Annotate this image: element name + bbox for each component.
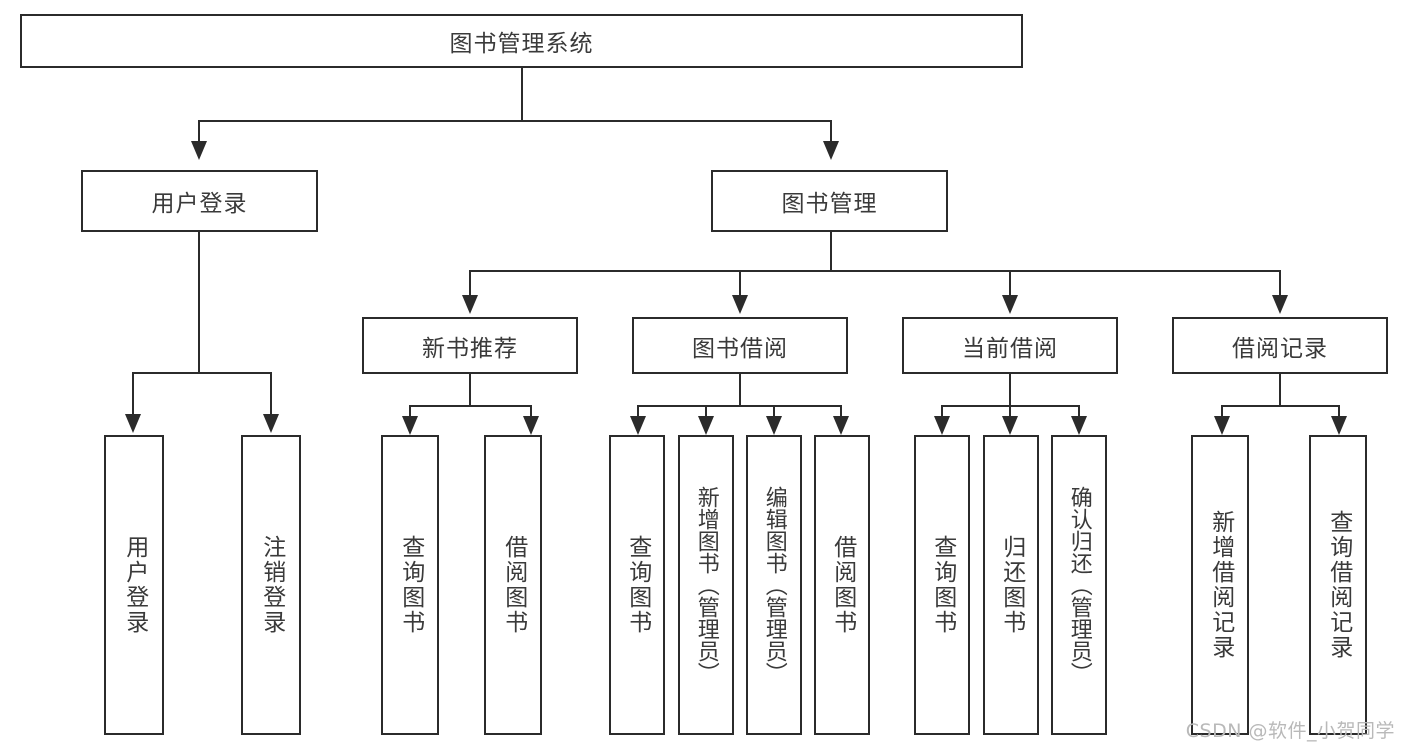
arrowhead-to-leaf-borrow-book-1	[523, 416, 539, 435]
leaf-logout[interactable]: 注销登录	[241, 435, 301, 735]
leaf-edit-book[interactable]: 编辑图书（管理员）	[746, 435, 802, 735]
connector-userlogin-stem	[198, 232, 200, 372]
leaf-return-book[interactable]: 归还图书	[983, 435, 1039, 735]
node-root-label: 图书管理系统	[449, 31, 594, 57]
arrowhead-to-leaf-query-record	[1331, 416, 1347, 435]
arrowhead-to-leaf-borrow-book-2	[833, 416, 849, 435]
arrowhead-to-user-login	[191, 141, 207, 160]
connector-root-stem	[521, 68, 523, 120]
node-current-borrow-label: 当前借阅	[962, 335, 1058, 362]
arrowhead-to-leaf-query-book-1	[402, 416, 418, 435]
connector-bookmgmt-bus	[469, 270, 1281, 272]
arrowhead-to-new-book-recommend	[462, 295, 478, 314]
leaf-query-book-3[interactable]: 查询图书	[914, 435, 970, 735]
node-root[interactable]: 图书管理系统	[20, 14, 1023, 68]
leaf-borrow-book-1[interactable]: 借阅图书	[484, 435, 542, 735]
connector-newbook-drop-2	[530, 405, 532, 417]
connector-bookborrow-drop-4	[840, 405, 842, 417]
leaf-add-book-label: 新增图书（管理员）	[693, 486, 719, 684]
connector-borrowrecord-drop-2	[1338, 405, 1340, 417]
leaf-confirm-return-label: 确认归还（管理员）	[1066, 486, 1092, 684]
arrowhead-to-book-management	[823, 141, 839, 160]
leaf-user-login[interactable]: 用户登录	[104, 435, 164, 735]
connector-bookmgmt-drop-2	[739, 270, 741, 295]
leaf-borrow-book-2[interactable]: 借阅图书	[814, 435, 870, 735]
arrowhead-to-leaf-logout	[263, 414, 279, 433]
connector-root-drop-1	[198, 120, 200, 142]
node-book-borrow[interactable]: 图书借阅	[632, 317, 848, 374]
connector-newbook-drop-1	[409, 405, 411, 417]
arrowhead-to-leaf-user-login	[125, 414, 141, 433]
leaf-add-book[interactable]: 新增图书（管理员）	[678, 435, 734, 735]
connector-bookborrow-drop-1	[637, 405, 639, 417]
connector-borrowrecord-bus	[1221, 405, 1339, 407]
node-borrow-record[interactable]: 借阅记录	[1172, 317, 1388, 374]
connector-currentborrow-drop-1	[941, 405, 943, 417]
connector-currentborrow-drop-2	[1009, 405, 1011, 417]
connector-userlogin-drop-1	[132, 372, 134, 415]
connector-bookborrow-drop-2	[705, 405, 707, 417]
connector-bookborrow-drop-3	[773, 405, 775, 417]
leaf-logout-label: 注销登录	[258, 535, 285, 635]
leaf-query-book-2[interactable]: 查询图书	[609, 435, 665, 735]
leaf-edit-book-label: 编辑图书（管理员）	[761, 486, 787, 684]
leaf-query-book-1[interactable]: 查询图书	[381, 435, 439, 735]
csdn-watermark: CSDN @软件_小贺同学	[1185, 720, 1395, 742]
leaf-return-book-label: 归还图书	[998, 535, 1025, 635]
connector-bookmgmt-drop-4	[1279, 270, 1281, 295]
node-new-book-recommend[interactable]: 新书推荐	[362, 317, 578, 374]
connector-userlogin-drop-2	[270, 372, 272, 415]
node-book-borrow-label: 图书借阅	[692, 335, 788, 362]
connector-borrowrecord-stem	[1279, 374, 1281, 405]
leaf-query-book-1-label: 查询图书	[397, 535, 424, 635]
arrowhead-to-leaf-edit-book	[766, 416, 782, 435]
arrowhead-to-leaf-query-book-2	[630, 416, 646, 435]
leaf-user-login-label: 用户登录	[121, 535, 148, 635]
leaf-query-record-label: 查询借阅记录	[1325, 510, 1352, 660]
connector-root-drop-2	[830, 120, 832, 142]
arrowhead-to-book-borrow	[732, 295, 748, 314]
leaf-query-record[interactable]: 查询借阅记录	[1309, 435, 1367, 735]
leaf-add-record[interactable]: 新增借阅记录	[1191, 435, 1249, 735]
arrowhead-to-leaf-return-book	[1002, 416, 1018, 435]
connector-bookmgmt-drop-1	[469, 270, 471, 295]
arrowhead-to-leaf-query-book-3	[934, 416, 950, 435]
connector-currentborrow-drop-3	[1078, 405, 1080, 417]
leaf-add-record-label: 新增借阅记录	[1207, 510, 1234, 660]
leaf-borrow-book-2-label: 借阅图书	[829, 535, 856, 635]
node-book-management-label: 图书管理	[781, 191, 878, 217]
leaf-query-book-3-label: 查询图书	[929, 535, 956, 635]
node-user-login-label: 用户登录	[151, 191, 248, 217]
leaf-confirm-return[interactable]: 确认归还（管理员）	[1051, 435, 1107, 735]
arrowhead-to-leaf-add-book	[698, 416, 714, 435]
connector-bookmgmt-stem	[830, 232, 832, 270]
connector-bookborrow-stem	[739, 374, 741, 405]
connector-newbook-stem	[469, 374, 471, 405]
arrowhead-to-borrow-record	[1272, 295, 1288, 314]
node-user-login[interactable]: 用户登录	[81, 170, 318, 232]
node-current-borrow[interactable]: 当前借阅	[902, 317, 1118, 374]
arrowhead-to-leaf-add-record	[1214, 416, 1230, 435]
node-book-management[interactable]: 图书管理	[711, 170, 948, 232]
arrowhead-to-current-borrow	[1002, 295, 1018, 314]
node-borrow-record-label: 借阅记录	[1232, 335, 1328, 362]
connector-bookborrow-bus	[637, 405, 842, 407]
arrowhead-to-leaf-confirm-return	[1071, 416, 1087, 435]
leaf-query-book-2-label: 查询图书	[624, 535, 651, 635]
leaf-borrow-book-1-label: 借阅图书	[500, 535, 527, 635]
connector-userlogin-bus	[132, 372, 272, 374]
connector-newbook-bus	[409, 405, 531, 407]
connector-borrowrecord-drop-1	[1221, 405, 1223, 417]
connector-currentborrow-stem	[1009, 374, 1011, 405]
node-new-book-recommend-label: 新书推荐	[422, 335, 518, 362]
connector-root-bus	[198, 120, 832, 122]
connector-bookmgmt-drop-3	[1009, 270, 1011, 295]
